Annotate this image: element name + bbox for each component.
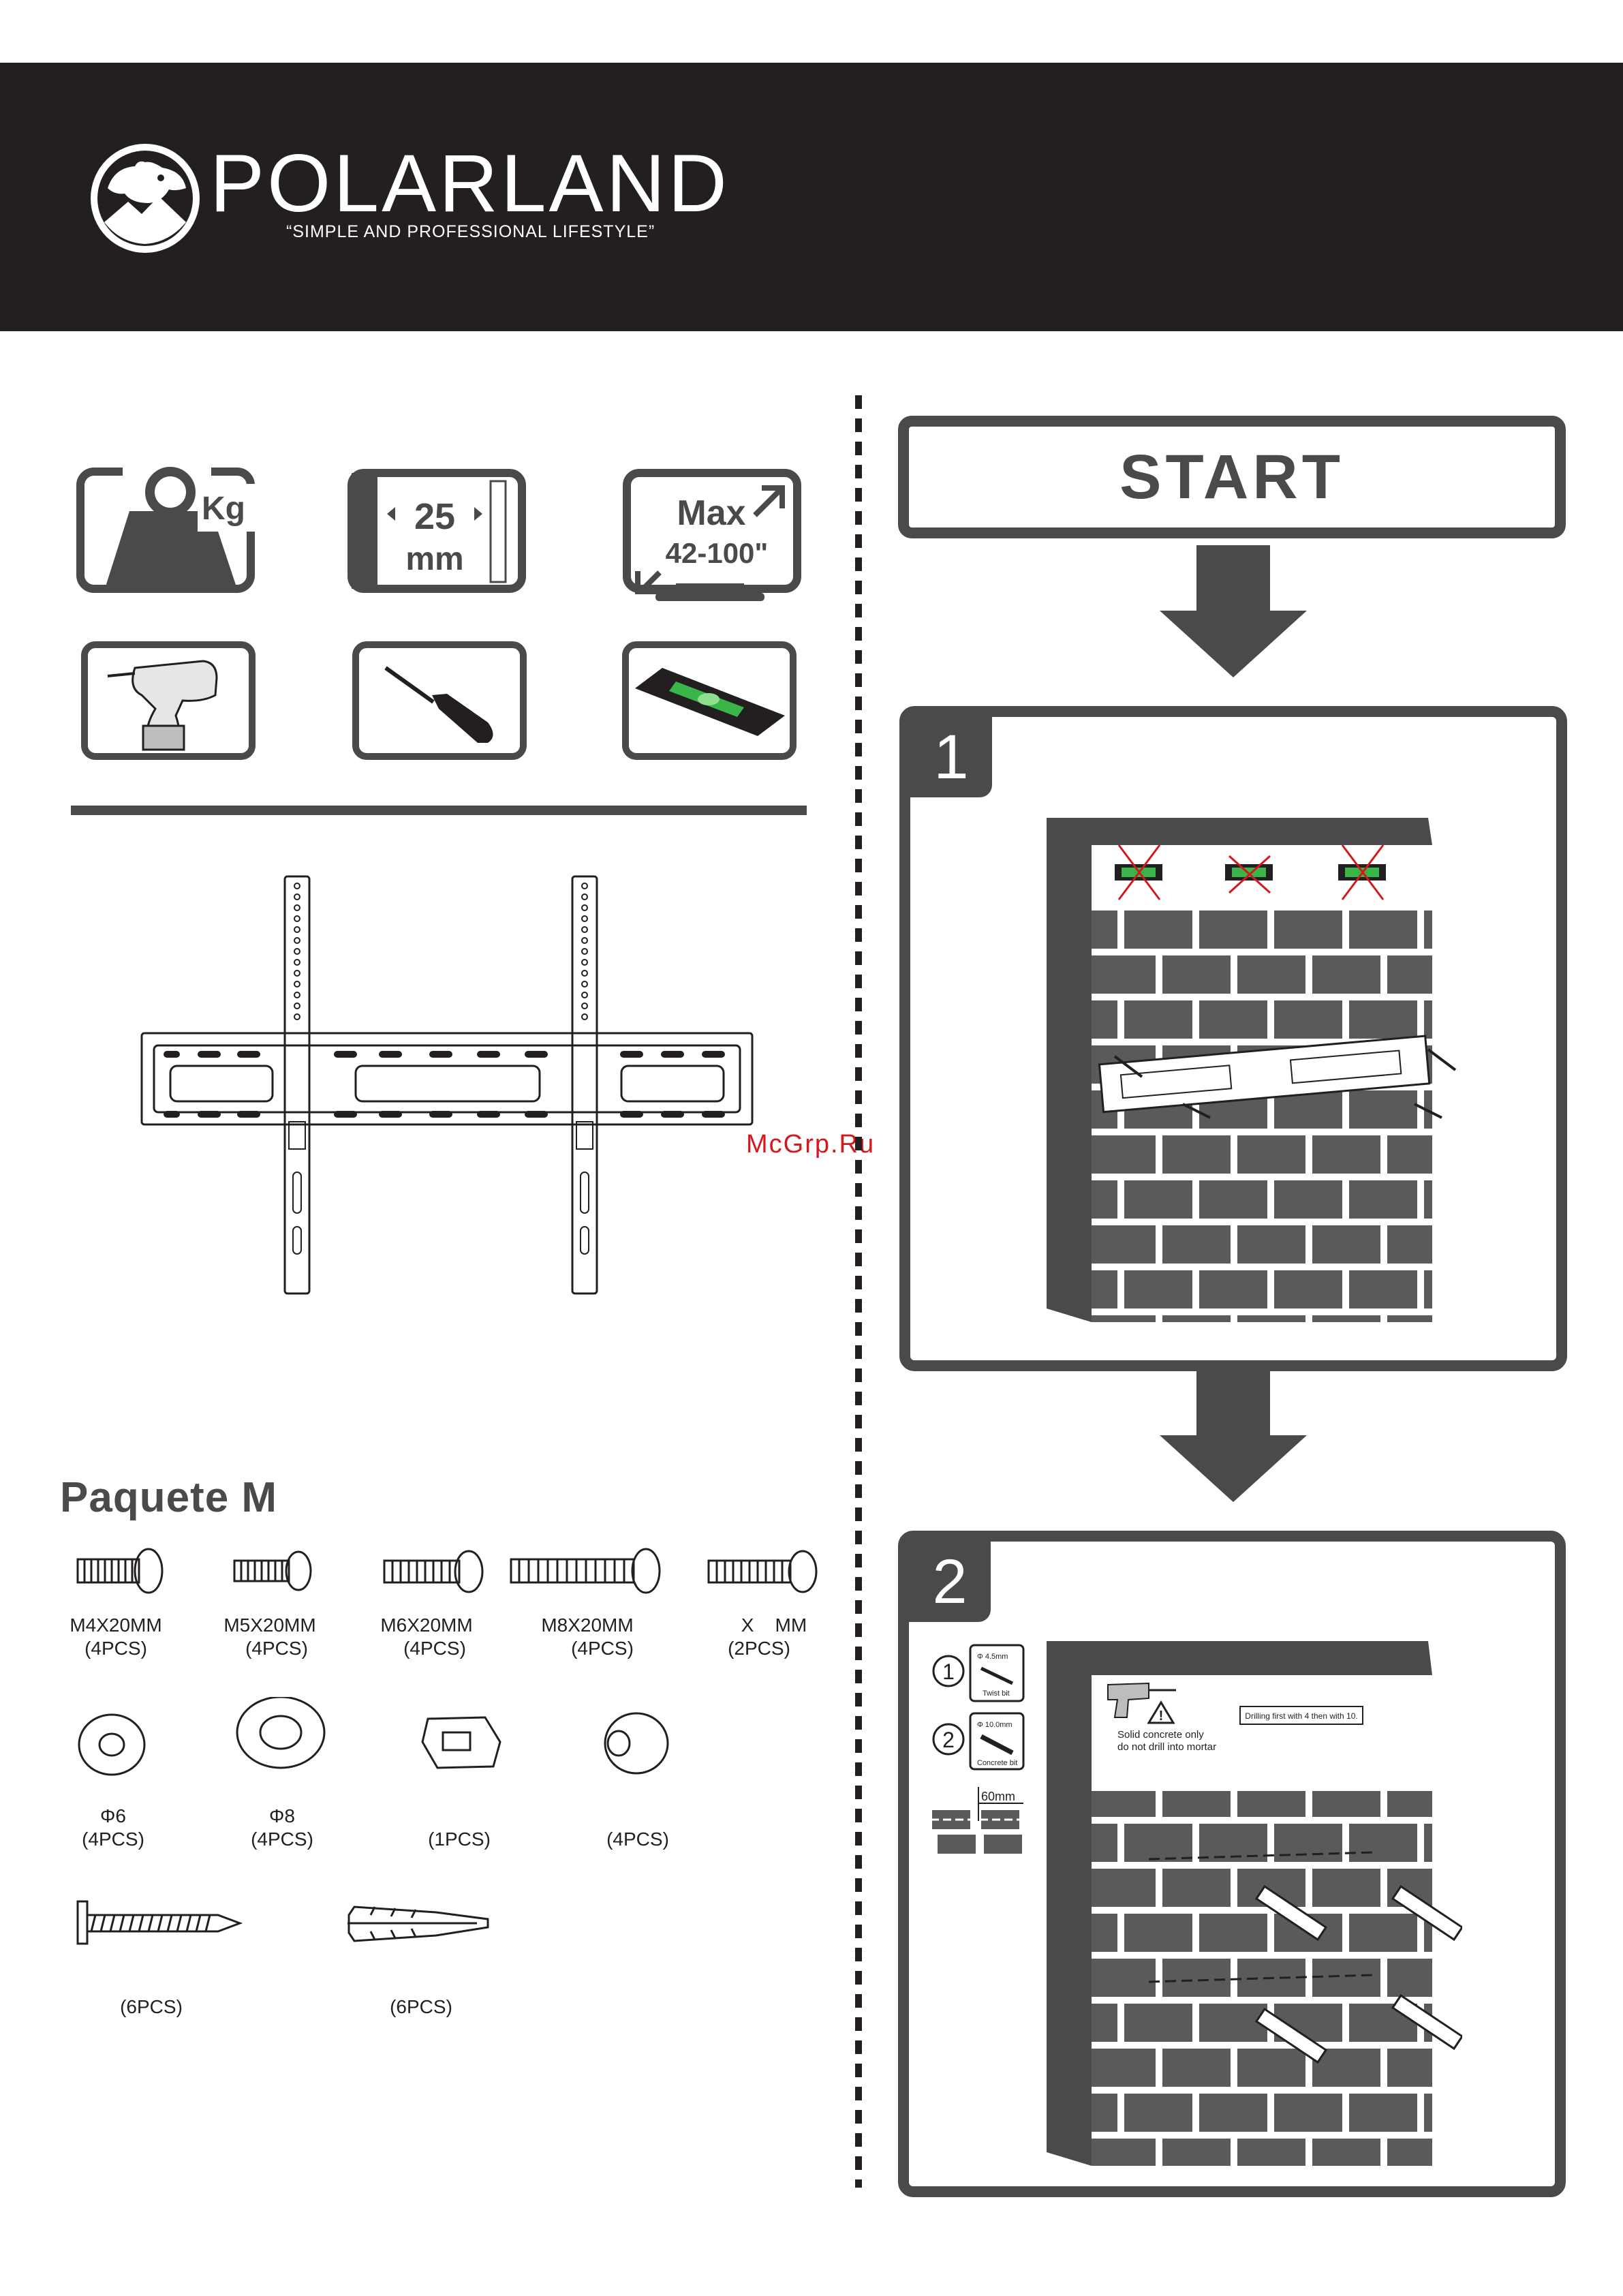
screen-range: 42-100" xyxy=(666,537,769,569)
bolts-illustration xyxy=(76,1548,818,1594)
bolt-5-qty: (2PCS) xyxy=(728,1638,790,1659)
bolt-5-size: X MM xyxy=(741,1614,807,1636)
package-title: Paquete M xyxy=(60,1474,278,1521)
column-divider xyxy=(855,395,862,2188)
brand-tagline: “SIMPLE AND PROFESSIONAL LIFESTYLE” xyxy=(286,222,655,241)
bit-1-name: Twist bit xyxy=(983,1689,1010,1698)
screwdriver-icon xyxy=(352,641,527,760)
svg-text:1: 1 xyxy=(942,1659,955,1684)
header-banner xyxy=(0,63,1623,331)
spacer-2-qty: (4PCS) xyxy=(606,1828,669,1850)
washer-2-size: Φ8 xyxy=(269,1805,295,1826)
washer-1-qty: (4PCS) xyxy=(82,1828,144,1850)
warning-line-2: do not drill into mortar xyxy=(1117,1741,1216,1753)
bit-1-size: Φ 4.5mm xyxy=(977,1653,1008,1661)
watermark: McGrp.Ru xyxy=(746,1130,876,1159)
washer-1-size: Φ6 xyxy=(100,1805,126,1826)
bit-2-name: Concrete bit xyxy=(977,1759,1017,1767)
washer-2-qty: (4PCS) xyxy=(251,1828,313,1850)
spirit-level-icon xyxy=(622,641,797,760)
start-box: START xyxy=(898,416,1566,538)
section-separator xyxy=(71,806,807,815)
down-arrow-icon xyxy=(1160,545,1307,677)
down-arrow-icon xyxy=(1160,1370,1307,1502)
spacer-1-qty: (1PCS) xyxy=(428,1828,491,1850)
profile-unit: mm xyxy=(405,541,463,577)
wall-anchor-qty: (6PCS) xyxy=(390,1996,452,2017)
weight-unit: Kg xyxy=(202,491,245,527)
lag-bolt-qty: (6PCS) xyxy=(120,1996,183,2017)
step-2-wall-illustration: ! Solid concrete only do not drill into … xyxy=(1047,1641,1462,2166)
screen-size-icon: Max 42-100" xyxy=(623,469,801,601)
bolt-2-qty: (4PCS) xyxy=(245,1638,308,1659)
drill-bits-legend: 1 Φ 4.5mm Twist bit 2 Φ 10.0mm Concrete … xyxy=(932,1644,1025,1771)
wall-profile-icon: 25 mm xyxy=(347,469,526,593)
drill-note: Drilling first with 4 then with 10. xyxy=(1245,1711,1357,1721)
anchors-illustration xyxy=(76,1900,489,1945)
drilling-depth-legend: 60mm xyxy=(931,1787,1023,1854)
bit-2-size: Φ 10.0mm xyxy=(977,1721,1013,1729)
svg-text:2: 2 xyxy=(942,1728,955,1752)
wall-bracket-diagram xyxy=(140,875,754,1295)
polar-bear-logo-icon xyxy=(91,144,200,253)
bolt-1-size: M4X20MM xyxy=(69,1614,162,1636)
bolt-4-size: M8X20MM xyxy=(541,1614,634,1636)
screen-max-label: Max xyxy=(677,493,745,533)
bolt-1-qty: (4PCS) xyxy=(84,1638,147,1659)
step-2-number: 2 xyxy=(909,1542,991,1622)
drill-depth: 60mm xyxy=(981,1790,1015,1803)
step-1-wall-illustration xyxy=(1047,818,1457,1322)
warning-line-1: Solid concrete only xyxy=(1117,1729,1204,1741)
drill-icon xyxy=(81,641,256,760)
profile-value: 25 xyxy=(414,496,455,537)
start-label: START xyxy=(1119,442,1344,512)
bolt-3-qty: (4PCS) xyxy=(403,1638,466,1659)
washers-illustration xyxy=(78,1697,669,1776)
step-1-number: 1 xyxy=(910,717,992,797)
bolt-4-qty: (4PCS) xyxy=(571,1638,634,1659)
bolt-2-size: M5X20MM xyxy=(223,1614,316,1636)
svg-text:!: ! xyxy=(1159,1709,1164,1724)
bolt-3-size: M6X20MM xyxy=(380,1614,473,1636)
brand-name: POLARLAND xyxy=(210,138,730,229)
weight-icon: Kg xyxy=(76,463,259,593)
